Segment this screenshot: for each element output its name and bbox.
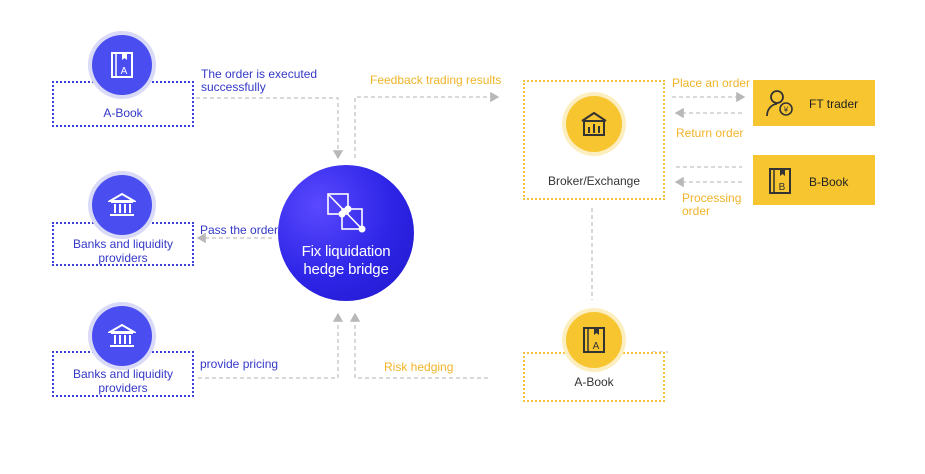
banks-circle-2 [92,306,152,366]
book-a-icon: A [583,327,605,353]
svg-text:¥: ¥ [783,106,789,115]
network-nodes-icon [327,193,366,233]
banks-circle-1 [92,175,152,235]
book-b-icon: B [769,168,791,194]
label-risk-hedging: Risk hedging [384,360,454,374]
abook-right-circle: A [566,312,622,368]
edge-abook-to-hub [196,97,344,160]
hub-label-line1: Fix liquidation [301,243,391,260]
svg-text:A: A [593,341,600,352]
label-feedback: Feedback trading results [370,73,502,87]
label-executed: The order is executed successfully [201,68,317,94]
broker-circle [566,96,622,152]
ft-trader-block: ¥ FT trader [753,80,875,126]
label-processing-line1: Processing [682,191,742,205]
banks-label-2-line2: providers [98,381,148,395]
hub-circle: Fix liquidation hedge bridge [278,165,414,301]
label-executed-line2: successfully [201,80,266,94]
hub-label: Fix liquidation hedge bridge [278,243,414,279]
book-a-icon: A [111,52,133,78]
label-provide-pricing: provide pricing [200,357,279,371]
banks-label-1-line1: Banks and liquidity [72,237,174,251]
broker-label: Broker/Exchange [547,174,641,188]
banks-label-1-line2: providers [98,251,148,265]
abook-left-label: A-Book [103,106,143,120]
edge-pricing [198,312,344,379]
abook-left-box: A-Book [52,81,194,127]
svg-text:B: B [779,182,786,193]
banks-label-1: Banks and liquidity providers [73,237,173,265]
label-place-order: Place an order [672,76,751,90]
label-executed-line1: The order is executed [201,67,318,81]
abook-right-label: A-Book [574,375,614,389]
hub-label-line2: hedge bridge [303,261,389,278]
svg-text:A: A [121,66,128,77]
label-return-order: Return order [676,126,744,140]
edge-risk-hedging [349,312,488,379]
bbook-label: B-Book [809,175,849,189]
label-pass-order: Pass the order [200,223,279,237]
bank-icon [108,323,136,347]
building-chart-icon [581,111,607,136]
bank-icon [108,192,136,216]
bbook-block: B B-Book [753,155,875,205]
person-yen-icon: ¥ [766,90,793,117]
abook-left-circle: A [92,35,152,95]
edge-feedback [354,91,500,158]
label-processing-order: Processing order [682,192,741,218]
ft-trader-label: FT trader [809,97,859,111]
label-processing-line2: order [682,204,711,218]
banks-label-2-line1: Banks and liquidity [72,367,174,381]
banks-label-2: Banks and liquidity providers [73,367,173,395]
